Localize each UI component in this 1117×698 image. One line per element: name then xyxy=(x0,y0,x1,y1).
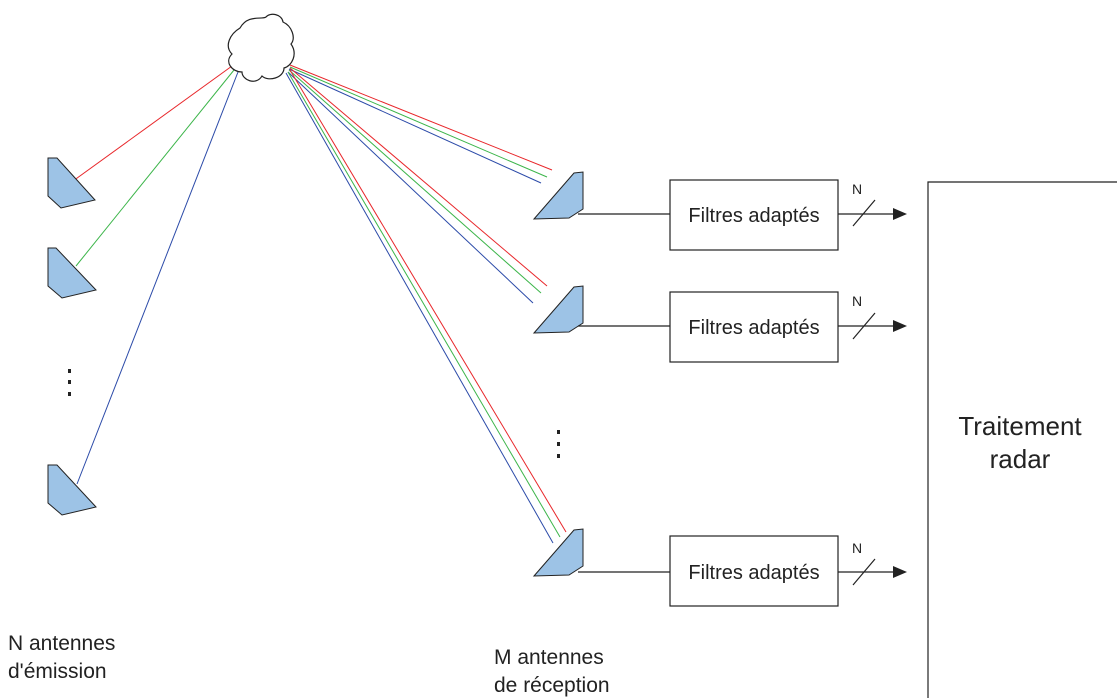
tx-antenna-2 xyxy=(47,247,97,299)
ray-rx1-blue xyxy=(288,68,542,184)
tx-antenna-3 xyxy=(47,464,97,516)
bus-3: N xyxy=(838,540,907,586)
ray-rx1-red xyxy=(289,64,553,171)
bus-2: N xyxy=(838,293,907,340)
filter-label: Filtres adaptés xyxy=(688,562,819,584)
rx-antennas xyxy=(532,171,584,577)
radar-processing-block: Traitement radar xyxy=(927,181,1117,698)
processing-box xyxy=(927,181,1117,698)
ray-tx1-red xyxy=(72,65,233,182)
cloud-target-icon xyxy=(227,13,295,82)
rx-caption-line2: de réception xyxy=(494,674,610,697)
rx-ellipsis xyxy=(557,430,560,458)
filter-block-2: Filtres adaptés xyxy=(669,291,839,363)
filter-block-1: Filtres adaptés xyxy=(669,179,839,251)
ray-rx3-red xyxy=(289,69,567,533)
tx-antenna-1 xyxy=(47,157,96,209)
processing-label-line2: radar xyxy=(990,444,1051,474)
filter-box xyxy=(669,535,839,607)
tx-antennas xyxy=(47,157,97,516)
bus-slash-icon xyxy=(852,558,876,586)
bus-1: N xyxy=(838,181,907,227)
rx-antenna-3 xyxy=(532,528,584,577)
filter-box xyxy=(669,291,839,363)
ray-rx1-green xyxy=(289,66,548,178)
bus-count-label: N xyxy=(852,181,862,197)
ray-rx3-green xyxy=(287,71,561,538)
tx-caption-line2: d'émission xyxy=(8,660,107,683)
rx-caption-line1: M antennes xyxy=(494,646,604,669)
ray-rx3-blue xyxy=(285,72,554,544)
tx-ellipsis xyxy=(68,369,71,396)
tx-rays xyxy=(72,65,239,485)
tx-caption: N antennes d'émission xyxy=(8,632,115,683)
processing-label-line1: Traitement xyxy=(958,411,1082,441)
ray-rx2-red xyxy=(289,67,548,287)
rx-antenna-2 xyxy=(532,285,584,334)
arrow-head-icon xyxy=(893,208,907,220)
arrow-head-icon xyxy=(893,566,907,578)
bus-count-label: N xyxy=(852,540,862,556)
ray-tx2-green xyxy=(75,69,235,267)
rx-caption: M antennes de réception xyxy=(494,646,610,697)
bus-slash-icon xyxy=(852,199,876,227)
rx-antenna-1 xyxy=(532,171,584,220)
bus-count-label: N xyxy=(852,293,862,309)
filter-block-3: Filtres adaptés xyxy=(669,535,839,607)
tx-caption-line1: N antennes xyxy=(8,632,115,655)
ray-rx2-blue xyxy=(287,71,534,304)
ray-tx3-blue xyxy=(76,71,239,485)
arrow-head-icon xyxy=(893,320,907,332)
ray-rx2-green xyxy=(288,69,542,294)
filter-label: Filtres adaptés xyxy=(688,317,819,339)
bus-slash-icon xyxy=(852,312,876,340)
rx-rays xyxy=(285,64,567,544)
filter-label: Filtres adaptés xyxy=(688,205,819,227)
filter-box xyxy=(669,179,839,251)
